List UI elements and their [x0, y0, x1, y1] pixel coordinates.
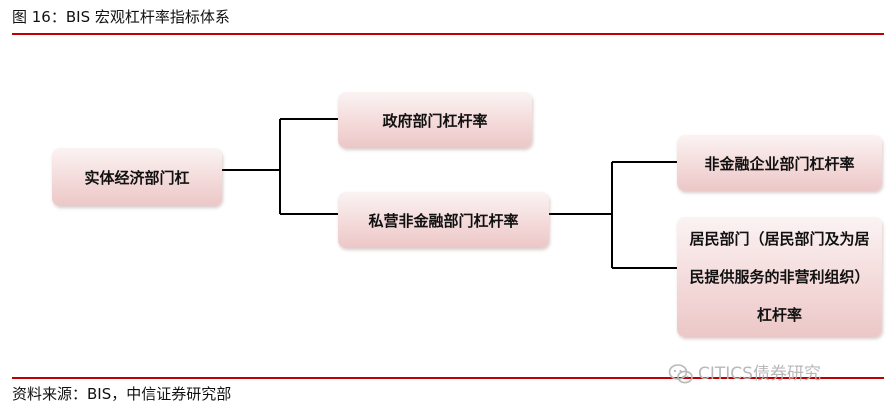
top-divider	[12, 33, 884, 35]
watermark-text: CITICS债券研究	[698, 364, 821, 384]
bottom-divider	[12, 377, 884, 379]
figure-title: 图 16：BIS 宏观杠杆率指标体系	[12, 8, 230, 26]
node-private-nonfinancial: 私营非金融部门杠杆率	[338, 192, 549, 248]
watermark: CITICS债券研究	[668, 362, 821, 386]
node-government: 政府部门杠杆率	[338, 92, 532, 148]
node-nonfinancial-corporate: 非金融企业部门杠杆率	[677, 135, 882, 191]
node-household: 居民部门（居民部门及为居民提供服务的非营利组织）杠杆率	[677, 217, 882, 337]
node-root: 实体经济部门杠	[52, 148, 222, 206]
wechat-icon	[668, 364, 693, 384]
source-note: 资料来源：BIS，中信证券研究部	[12, 385, 232, 403]
